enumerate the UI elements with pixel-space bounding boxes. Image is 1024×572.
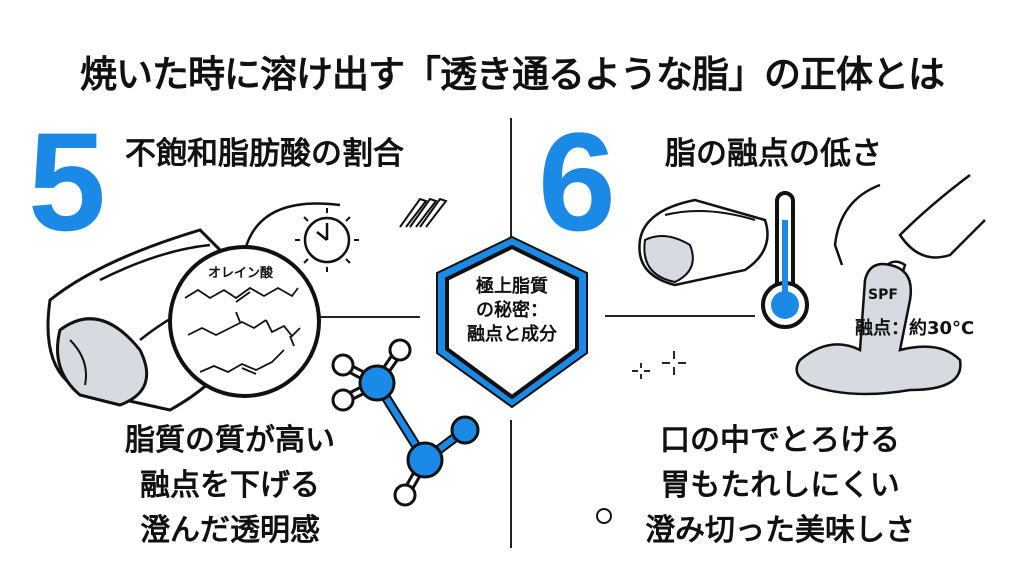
meat-block-icon-right — [638, 198, 769, 287]
center-badge-text: 極上脂質 の秘密： 融点と成分 — [432, 275, 592, 347]
thermometer-icon — [761, 191, 809, 329]
left-body-line-2: 融点を下げる — [140, 468, 320, 503]
hatch-lines-icon — [399, 197, 448, 228]
horizontal-divider-right — [605, 315, 755, 317]
section-heading-left: 不飽和脂肪酸の割合 — [125, 136, 404, 172]
right-body-line-3: 澄み切った美味しさ — [645, 513, 915, 548]
molecule-icon — [331, 338, 480, 507]
section-number-6: 6 — [538, 103, 616, 260]
center-badge-line-3: 融点と成分 — [467, 324, 557, 345]
magnifier-circle-icon — [168, 245, 321, 398]
center-badge-line-1: 極上脂質 — [476, 276, 548, 297]
center-badge-line-2: の秘密： — [476, 300, 548, 321]
oleic-acid-structure — [184, 286, 301, 375]
clock-icon — [295, 208, 359, 272]
shield-icon — [436, 235, 588, 409]
small-circle-icon — [596, 508, 612, 524]
sparkle-icon — [632, 351, 686, 379]
melting-point-label: 融点：約30°C — [855, 318, 975, 339]
section-number-5: 5 — [28, 103, 106, 260]
right-body-line-1: 口の中でとろける — [660, 423, 900, 458]
right-body-text: 口の中でとろける 胃もたれしにくい 澄み切った美味しさ — [620, 418, 940, 553]
left-body-text: 脂質の質が高い 融点を下げる 澄んだ透明感 — [100, 418, 360, 553]
vertical-divider-bottom — [510, 420, 512, 548]
right-body-line-2: 胃もたれしにくい — [660, 468, 900, 503]
section-heading-right: 脂の融点の低さ — [665, 136, 882, 172]
oleic-acid-label: オレイン酸 — [208, 266, 274, 281]
horizontal-divider-left — [320, 316, 420, 318]
page-title: 焼いた時に溶け出す「透き通るような脂」の正体とは — [80, 53, 945, 96]
spf-label: SPF — [868, 287, 898, 303]
melting-fat-icon — [795, 262, 962, 396]
arc-decoration — [243, 202, 341, 251]
left-body-line-3: 澄んだ透明感 — [140, 513, 320, 548]
left-body-line-1: 脂質の質が高い — [125, 423, 335, 458]
vertical-divider-top — [510, 118, 512, 238]
